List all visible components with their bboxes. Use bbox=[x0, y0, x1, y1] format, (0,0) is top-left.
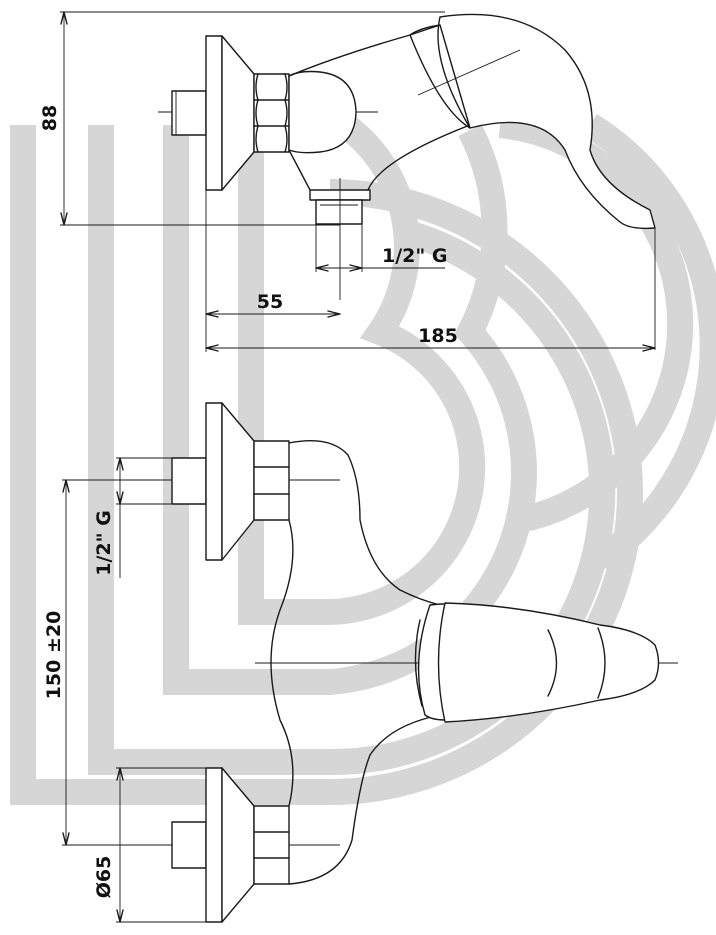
dim-center-distance: 150 ±20 bbox=[43, 611, 65, 700]
dim-thread-side: 1/2" G bbox=[93, 510, 115, 576]
top-view bbox=[158, 13, 656, 350]
dim-overall-185: 185 bbox=[418, 325, 458, 347]
top-dimensions bbox=[60, 11, 656, 352]
dim-flange-diameter: Ø65 bbox=[93, 856, 115, 899]
dim-inlet-offset-55: 55 bbox=[257, 291, 283, 313]
watermark-logo bbox=[10, 112, 716, 805]
bottom-view bbox=[118, 402, 678, 923]
bottom-dimensions bbox=[62, 457, 206, 923]
dim-thread-top: 1/2" G bbox=[382, 245, 448, 267]
dim-height-88: 88 bbox=[39, 105, 61, 131]
